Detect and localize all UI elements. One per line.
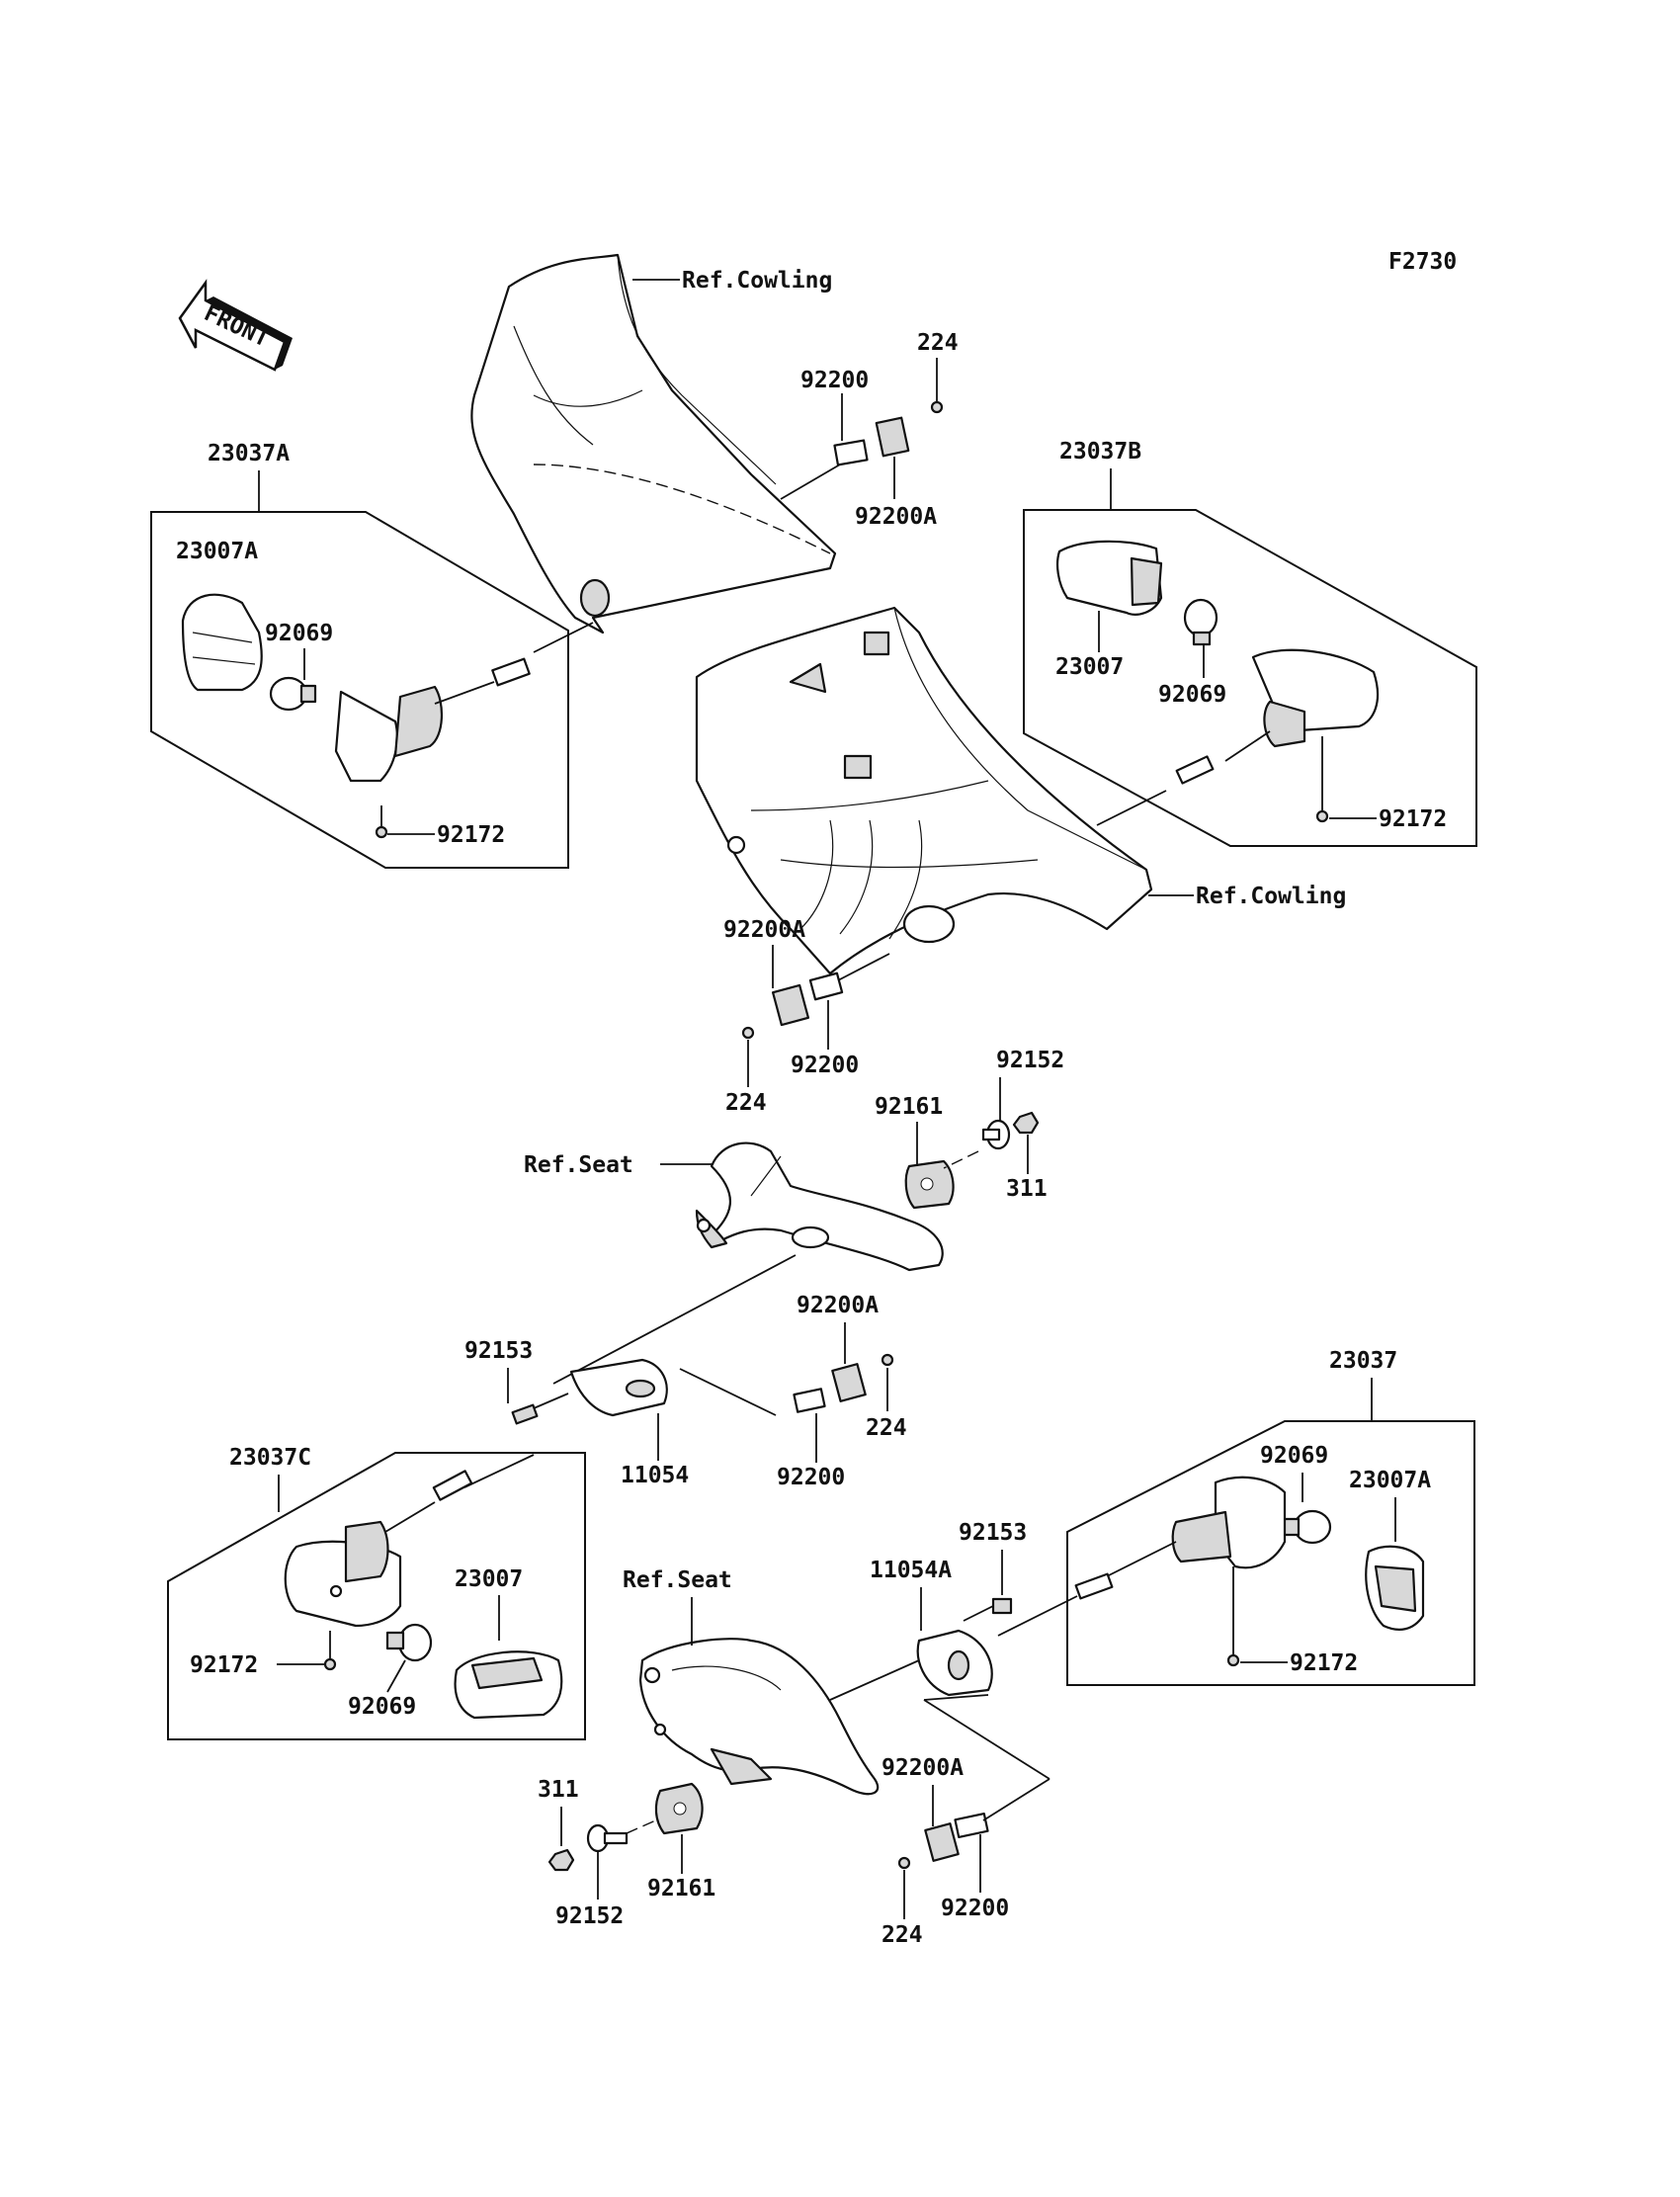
label-92172-c: 92172 <box>190 1652 258 1678</box>
label-92161-bot: 92161 <box>647 1876 715 1901</box>
screw-92153-left <box>511 1393 569 1425</box>
screw-92172-a <box>375 805 388 839</box>
seat-bracket-mid <box>695 1141 944 1272</box>
label-23037c: 23037C <box>229 1445 311 1471</box>
label-11054: 11054 <box>621 1463 689 1488</box>
bulb-92069-d <box>1281 1509 1332 1545</box>
lens-23007-b <box>1056 540 1163 616</box>
label-92069-a: 92069 <box>265 621 333 646</box>
lens-23007a <box>181 593 263 692</box>
label-92200-bot: 92200 <box>941 1896 1009 1921</box>
label-23037a: 23037A <box>208 441 290 466</box>
bottom-bracket-set <box>897 1778 1050 1870</box>
label-92153-left: 92153 <box>464 1338 533 1364</box>
label-92172-d: 92172 <box>1290 1650 1358 1676</box>
label-92161-top: 92161 <box>875 1094 943 1120</box>
label-92069-c: 92069 <box>348 1694 416 1720</box>
bulb-92069-c <box>385 1623 433 1662</box>
label-23007a: 23007A <box>176 539 258 564</box>
bolt-92152-top <box>981 1119 1011 1150</box>
front-arrow-icon: FRONT <box>178 279 293 372</box>
bracket-11054 <box>569 1358 668 1417</box>
mid-bracket-set <box>741 953 890 1040</box>
screw-92172-c <box>323 1631 337 1671</box>
nut-311-bot <box>547 1848 575 1872</box>
nut-311-top <box>1012 1111 1040 1135</box>
screw-92153-right <box>963 1597 1013 1622</box>
upper-cowling <box>470 253 837 634</box>
label-ref-cowling-mid: Ref.Cowling <box>1196 884 1346 909</box>
label-92152-bot: 92152 <box>555 1903 624 1929</box>
signal-housing-a <box>334 657 531 783</box>
grommet-92161-bot <box>654 1782 704 1835</box>
middle-cowling <box>695 606 1153 975</box>
lens-23007a-d <box>1365 1545 1425 1631</box>
label-ref-cowling-top: Ref.Cowling <box>682 268 832 294</box>
label-23007-c: 23007 <box>455 1566 523 1592</box>
label-224-bot: 224 <box>882 1922 923 1948</box>
screw-92172-d <box>1226 1566 1240 1667</box>
label-23007-b: 23007 <box>1055 654 1124 680</box>
label-92200a-low: 92200A <box>797 1293 879 1318</box>
seat-bracket-low <box>638 1638 880 1796</box>
bulb-92069-b <box>1183 598 1218 646</box>
figure-code: F2730 <box>1388 249 1457 275</box>
bracket-11054a <box>916 1629 993 1697</box>
label-92200-top: 92200 <box>800 368 869 393</box>
bulb-92069-a <box>269 676 317 712</box>
label-ref-seat-low: Ref.Seat <box>623 1567 732 1593</box>
label-224-low: 224 <box>866 1415 907 1441</box>
label-11054a: 11054A <box>870 1558 952 1583</box>
label-23037: 23037 <box>1329 1348 1397 1374</box>
label-92172-a: 92172 <box>437 822 505 848</box>
label-92152-top: 92152 <box>996 1048 1064 1073</box>
label-311-bot: 311 <box>538 1777 579 1803</box>
lens-23007-c <box>454 1650 563 1720</box>
signal-housing-c <box>284 1470 473 1628</box>
label-92069-d: 92069 <box>1260 1443 1328 1469</box>
label-92153-right: 92153 <box>959 1520 1027 1546</box>
label-ref-seat-mid: Ref.Seat <box>524 1152 633 1178</box>
label-92200a-mid: 92200A <box>723 917 805 943</box>
label-92172-b: 92172 <box>1379 806 1447 832</box>
label-224-top: 224 <box>917 330 959 356</box>
label-92200-mid: 92200 <box>791 1053 859 1078</box>
bolt-92152-bot <box>586 1823 629 1853</box>
screw-92172-b <box>1315 736 1329 823</box>
label-92200a-bot: 92200A <box>882 1755 964 1781</box>
label-92200-low: 92200 <box>777 1465 845 1490</box>
label-92069-b: 92069 <box>1158 682 1226 708</box>
label-92200a-top: 92200A <box>855 504 937 530</box>
label-23037b: 23037B <box>1059 439 1141 465</box>
label-311-top: 311 <box>1006 1176 1048 1202</box>
signal-housing-b <box>1175 648 1379 785</box>
grommet-92161-top <box>904 1159 955 1210</box>
signal-housing-d <box>1074 1476 1287 1600</box>
label-224-mid: 224 <box>725 1090 767 1116</box>
low-mid-bracket-set <box>793 1353 894 1413</box>
top-bracket-set <box>780 400 944 500</box>
label-23007a-d: 23007A <box>1349 1468 1431 1493</box>
